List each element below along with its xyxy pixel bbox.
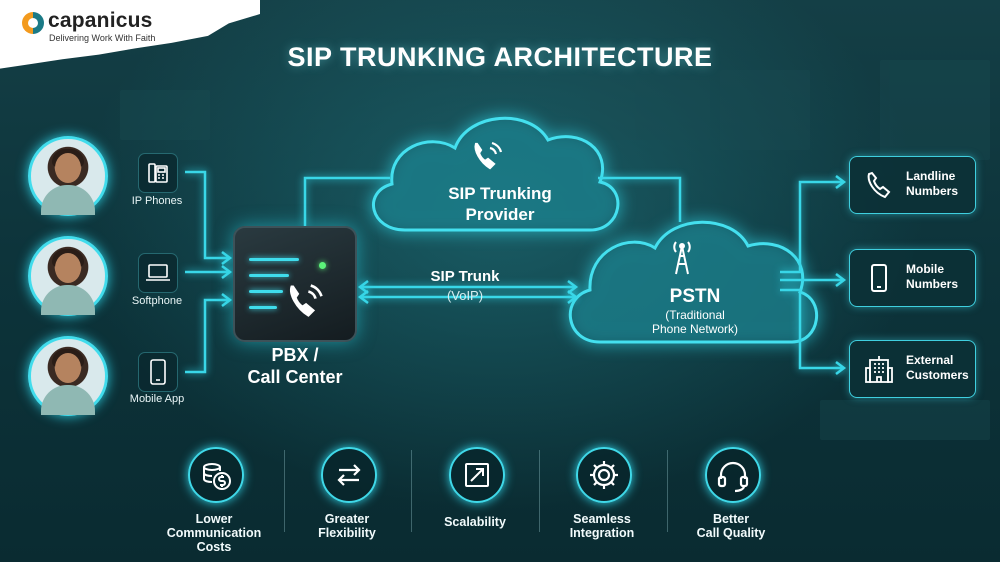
benefit-label-flexibility: Greater Flexibility [282, 512, 412, 540]
destination-line1: Landline [906, 169, 956, 183]
smartphone-icon [871, 264, 887, 292]
benefit-line: Costs [196, 540, 232, 554]
cell-tower-icon [673, 241, 691, 275]
benefit-line: Lower [195, 512, 233, 526]
benefit-line: Better [712, 512, 750, 526]
provider-label: SIP Trunking Provider [420, 183, 580, 225]
pstn-cloud [568, 220, 818, 344]
benefit-label-costs: Lower Communication Costs [149, 512, 279, 554]
provider-cloud [372, 116, 620, 232]
device-label-ip-phones: IP Phones [131, 195, 183, 207]
pstn-sub1: (Traditional [665, 308, 725, 322]
benefit-label-call-quality: Better Call Quality [666, 512, 796, 540]
gear-icon [576, 447, 632, 503]
destination-line1: External [906, 353, 954, 367]
provider-line2: Provider [465, 205, 535, 224]
benefit-line: Communication [166, 526, 262, 540]
page-title: SIP TRUNKING ARCHITECTURE [287, 42, 713, 72]
benefit-line: Greater [324, 512, 370, 526]
building-icon [865, 356, 893, 383]
benefit-label-integration: Seamless Integration [537, 512, 667, 540]
device-label-softphone: Softphone [131, 295, 183, 307]
brand-name: capanicus [48, 9, 153, 32]
device-label-mobile-app: Mobile App [129, 393, 185, 405]
pstn-sub2: Phone Network) [651, 322, 739, 336]
pbx-server [233, 226, 357, 342]
benefit-line: Call Quality [696, 526, 766, 540]
benefit-divider [284, 450, 285, 532]
swap-arrows-icon [321, 447, 377, 503]
destination-line2: Customers [906, 368, 969, 382]
desk-phone-icon [138, 153, 178, 193]
avatar-agent-1 [28, 136, 108, 216]
headset-icon [705, 447, 761, 503]
smartphone-icon [138, 352, 178, 392]
pstn-label: PSTN (Traditional Phone Network) [620, 286, 770, 336]
pbx-label: PBX / Call Center [225, 344, 365, 388]
pbx-label-line2: Call Center [247, 367, 343, 387]
benefit-label-scalability: Scalability [410, 515, 540, 529]
destination-line2: Numbers [906, 277, 959, 291]
provider-phone-icon [474, 141, 503, 170]
expand-icon [449, 447, 505, 503]
destination-line1: Mobile [906, 262, 944, 276]
benefit-line: Integration [569, 526, 635, 540]
sip-trunk-sub: (VoIP) [446, 288, 484, 303]
logo-mark [22, 12, 44, 34]
phone-icon [867, 171, 891, 199]
benefit-divider [667, 450, 668, 532]
pbx-label-line1: PBX / [271, 345, 319, 365]
status-led [319, 262, 326, 269]
phone-call-icon [289, 284, 323, 317]
destination-line2: Numbers [906, 184, 959, 198]
pstn-title: PSTN [669, 286, 721, 307]
benefit-line: Flexibility [318, 526, 376, 540]
provider-line1: SIP Trunking [448, 184, 552, 203]
benefit-line: Seamless [573, 512, 631, 526]
avatar-agent-3 [28, 336, 108, 416]
brand-tagline: Delivering Work With Faith [49, 33, 156, 43]
laptop-icon [138, 253, 178, 293]
benefit-divider [539, 450, 540, 532]
sip-trunk-label: SIP Trunk [430, 268, 500, 285]
avatar-agent-2 [28, 236, 108, 316]
coins-dollar-icon [188, 447, 244, 503]
benefit-divider [411, 450, 412, 532]
benefit-line: Scalability [444, 515, 506, 529]
